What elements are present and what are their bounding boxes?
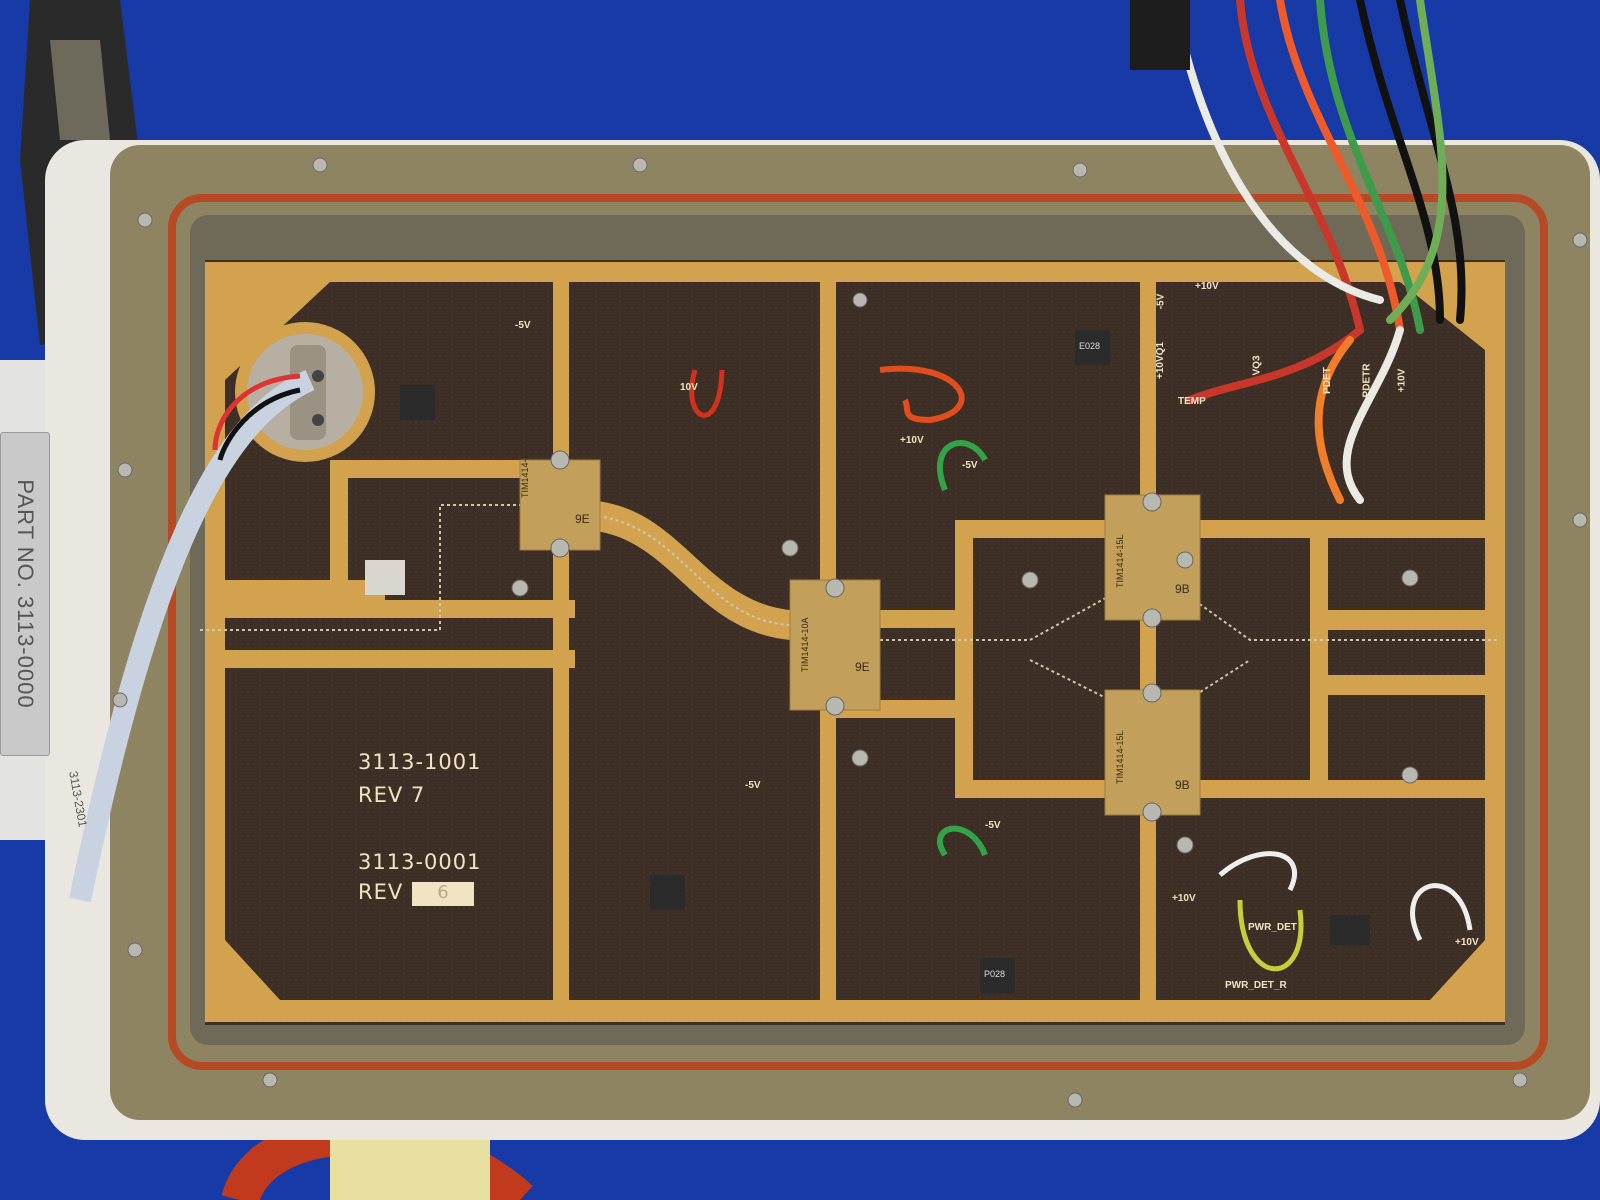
- orange-jumper: [879, 365, 965, 424]
- chip-code-2: 9E: [855, 660, 870, 674]
- connector-label-pos10-vertical: +10V: [1396, 368, 1408, 393]
- connector-label-pdet: PDET: [1321, 367, 1333, 394]
- voltage-label-pos10-mid: 10V: [680, 382, 698, 393]
- chip-code-1: 9E: [575, 512, 590, 526]
- chip-marking-4: TIM1414-15L: [1115, 730, 1125, 784]
- rev-value-box: 6: [412, 882, 474, 906]
- chip-code-3: 9B: [1175, 582, 1190, 596]
- white-jumper: [1218, 851, 1298, 892]
- ic-marking-top: E028: [1079, 341, 1101, 351]
- chip-marking-1: TIM1414-7: [520, 454, 530, 498]
- voltage-label-pos10: +10V: [900, 435, 924, 446]
- red-jumper: [689, 369, 725, 418]
- green-jumper-bottom: [937, 825, 988, 857]
- board-revision: REV 7: [358, 783, 426, 807]
- voltage-label-neg5-connector: -5V: [1155, 293, 1167, 310]
- gasket: [168, 194, 1548, 1070]
- connector-label-pwr-det: PWR_DET: [1248, 922, 1297, 933]
- left-cable: [69, 369, 315, 903]
- connector-label-pdetr: PDETR: [1361, 363, 1373, 398]
- voltage-label-neg5-green: -5V: [962, 460, 978, 471]
- screws: [112, 157, 1588, 1108]
- connector-label-vq3: VQ3: [1251, 355, 1263, 376]
- voltage-label-pos10-bottom-left: +10V: [1172, 893, 1196, 904]
- board-rev-label: REV: [358, 880, 404, 904]
- ic-marking-bottom: P028: [984, 969, 1006, 979]
- voltage-label-pos10-connector: +10V: [1195, 281, 1219, 292]
- voltage-label-pos10-bottom-right: +10V: [1455, 937, 1479, 948]
- voltage-label-neg5-lower: -5V: [745, 780, 761, 791]
- connector-label-vq1: +10VQ1: [1154, 342, 1166, 379]
- part-number-label: PART NO. 3113-0000: [0, 432, 50, 756]
- connector-label-temp: TEMP: [1178, 396, 1206, 407]
- rev-value: 6: [437, 882, 449, 903]
- chip-code-4: 9B: [1175, 778, 1190, 792]
- white-jumper-right: [1410, 883, 1473, 942]
- board-second-number: 3113-0001: [358, 850, 482, 874]
- voltage-label-neg5-bottom: -5V: [985, 820, 1001, 831]
- board-number: 3113-1001: [358, 750, 482, 774]
- part-number-text: PART NO. 3113-0000: [13, 479, 38, 709]
- connector-label-pwr-det-r: PWR_DET_R: [1225, 980, 1287, 991]
- wire-harness: [1176, 0, 1466, 504]
- chip-marking-2: TIM1414-10A: [800, 617, 810, 672]
- gold-traces: [205, 262, 1505, 1022]
- smd-components: [365, 330, 1370, 993]
- voltage-label-neg5-top: -5V: [515, 320, 531, 331]
- yellow-jumper: [1237, 899, 1304, 972]
- green-jumper-top: [936, 440, 988, 492]
- chip-marking-3: TIM1414-15L: [1115, 534, 1125, 588]
